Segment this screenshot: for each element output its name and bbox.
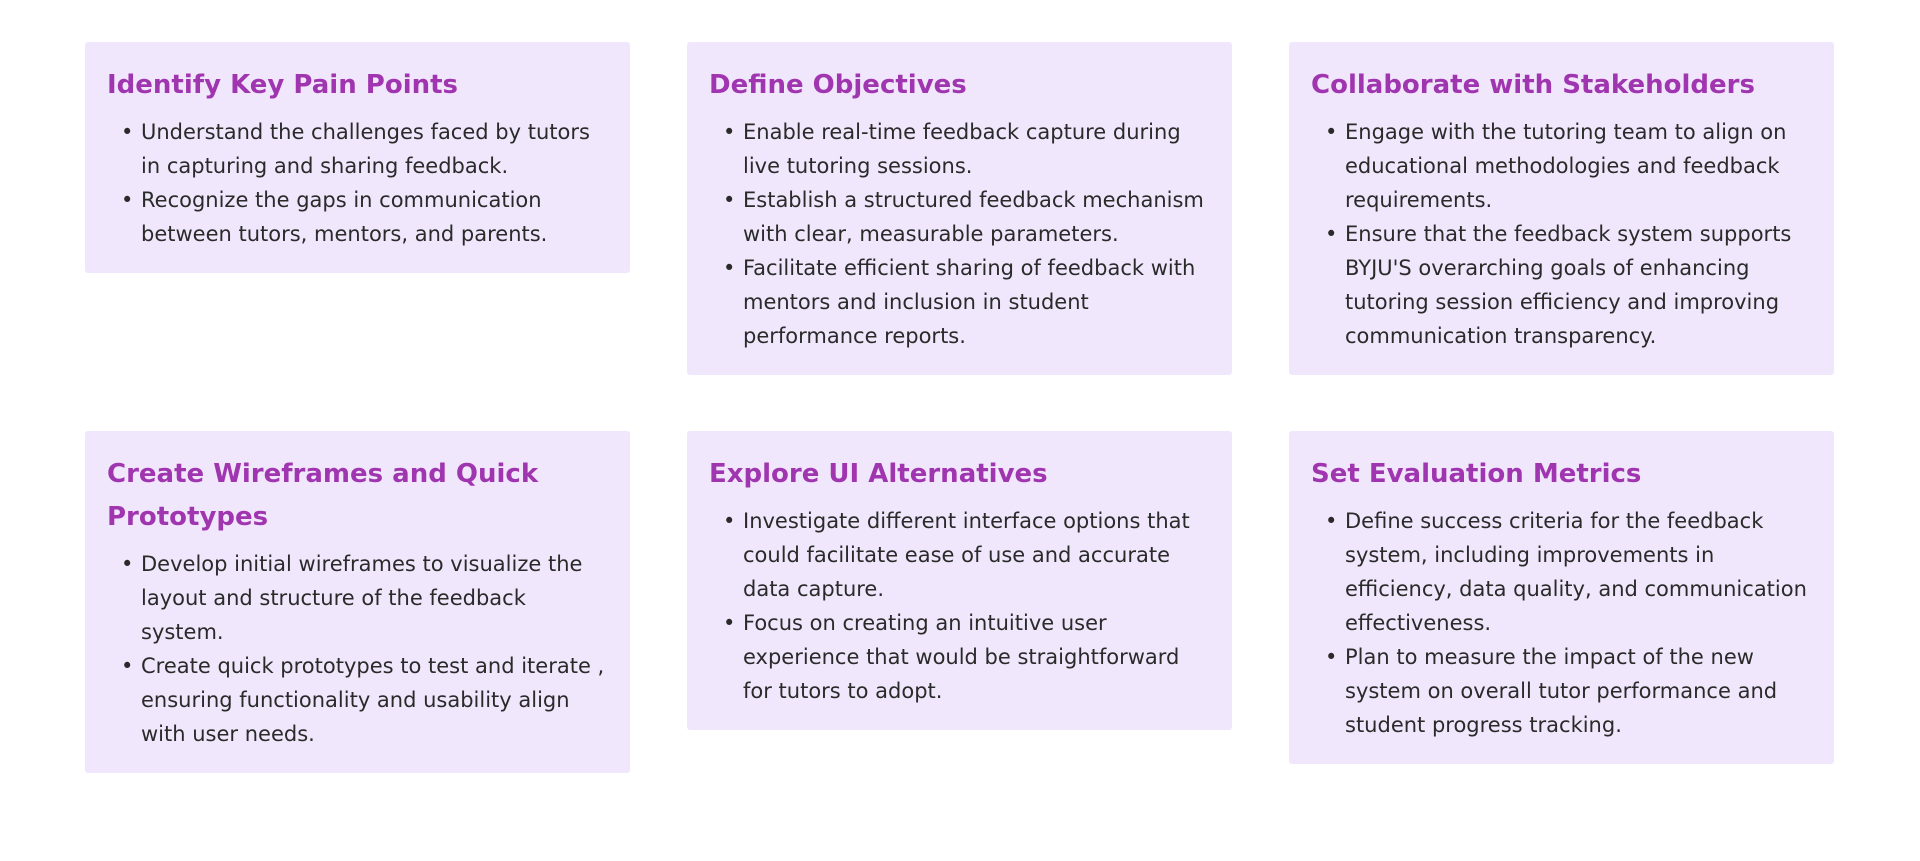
- card-create-wireframes-and-quick-prototypes: Create Wireframes and Quick Prototypes D…: [85, 431, 630, 773]
- card-set-evaluation-metrics: Set Evaluation Metrics Define success cr…: [1289, 431, 1834, 764]
- bullet-list: Investigate different interface options …: [709, 504, 1210, 708]
- list-item: Develop initial wireframes to visualize …: [121, 547, 608, 649]
- list-item: Recognize the gaps in communication betw…: [121, 183, 608, 251]
- list-item: Focus on creating an intuitive user expe…: [723, 606, 1210, 708]
- card-explore-ui-alternatives: Explore UI Alternatives Investigate diff…: [687, 431, 1232, 730]
- card-title: Create Wireframes and Quick Prototypes: [107, 459, 539, 532]
- card-identify-key-pain-points: Identify Key Pain Points Understand the …: [85, 42, 630, 273]
- list-item: Plan to measure the impact of the new sy…: [1325, 640, 1812, 742]
- card-title: Set Evaluation Metrics: [1311, 459, 1642, 489]
- list-item: Understand the challenges faced by tutor…: [121, 115, 608, 183]
- bullet-list: Understand the challenges faced by tutor…: [107, 115, 608, 251]
- list-item: Create quick prototypes to test and iter…: [121, 649, 608, 751]
- list-item: Enable real-time feedback capture during…: [723, 115, 1210, 183]
- bullet-list: Engage with the tutoring team to align o…: [1311, 115, 1812, 353]
- bullet-list: Define success criteria for the feedback…: [1311, 504, 1812, 742]
- bullet-list: Develop initial wireframes to visualize …: [107, 547, 608, 751]
- list-item: Facilitate efficient sharing of feedback…: [723, 251, 1210, 353]
- card-title: Collaborate with Stakeholders: [1311, 70, 1755, 100]
- list-item: Investigate different interface options …: [723, 504, 1210, 606]
- list-item: Ensure that the feedback system supports…: [1325, 217, 1812, 353]
- list-item: Establish a structured feedback mechanis…: [723, 183, 1210, 251]
- card-title: Define Objectives: [709, 70, 967, 100]
- card-title: Explore UI Alternatives: [709, 459, 1048, 489]
- card-title: Identify Key Pain Points: [107, 70, 459, 100]
- card-define-objectives: Define Objectives Enable real-time feedb…: [687, 42, 1232, 375]
- list-item: Engage with the tutoring team to align o…: [1325, 115, 1812, 217]
- card-collaborate-with-stakeholders: Collaborate with Stakeholders Engage wit…: [1289, 42, 1834, 375]
- list-item: Define success criteria for the feedback…: [1325, 504, 1812, 640]
- process-cards-grid: Identify Key Pain Points Understand the …: [85, 42, 1834, 773]
- bullet-list: Enable real-time feedback capture during…: [709, 115, 1210, 353]
